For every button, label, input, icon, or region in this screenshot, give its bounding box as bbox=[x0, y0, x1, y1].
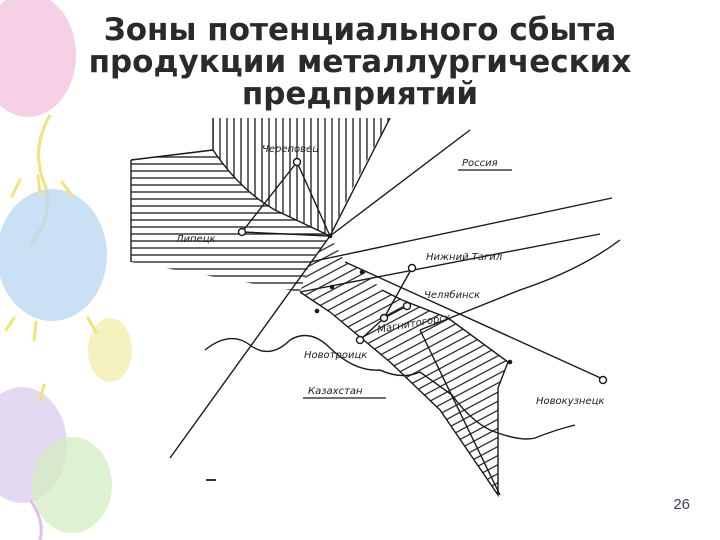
cherepovets-zone-border bbox=[212, 149, 331, 237]
lipetsk-point bbox=[237, 227, 247, 237]
junction-dot-3 bbox=[329, 284, 335, 290]
map-lines bbox=[130, 117, 621, 498]
cherepovets-label: Череповец bbox=[262, 144, 319, 155]
junction-dots bbox=[314, 233, 513, 365]
cherepovets-right-border bbox=[329, 117, 391, 237]
link-novotroitsk bbox=[359, 317, 385, 341]
link-lipetsk-junction bbox=[241, 231, 331, 237]
novotroitsk-point bbox=[355, 335, 365, 345]
russia-label: Россия bbox=[462, 158, 498, 169]
novotroitsk-label: Новотроицк bbox=[304, 350, 367, 361]
cherepovets-zone bbox=[213, 118, 390, 236]
junction-dot-4 bbox=[314, 308, 320, 314]
ray-line-6 bbox=[419, 329, 501, 496]
lipetsk-zone bbox=[131, 150, 330, 292]
ray-line-3 bbox=[309, 197, 613, 263]
magnitogorsk-zone bbox=[300, 236, 508, 495]
novokuznetsk-point bbox=[598, 375, 608, 385]
ray-line-4 bbox=[299, 233, 601, 293]
link-tagil bbox=[383, 267, 413, 319]
city-points bbox=[237, 157, 608, 385]
link-chelyabinsk bbox=[383, 305, 408, 319]
page-number: 26 bbox=[673, 496, 690, 513]
nizhny-tagil-point bbox=[407, 263, 417, 273]
lipetsk-label: Липецк bbox=[175, 234, 216, 245]
curved-boundary bbox=[419, 239, 621, 331]
junction-dot-5 bbox=[507, 359, 513, 365]
magnitogorsk-point bbox=[379, 313, 389, 323]
ray-line-5 bbox=[344, 261, 606, 381]
ray-line-1 bbox=[329, 129, 471, 237]
junction-dot-1 bbox=[327, 233, 333, 239]
slide-title: Зоны потенциального сбыта продукции мета… bbox=[88, 12, 632, 112]
state-border bbox=[204, 334, 576, 440]
novokuznetsk-label: Новокузнецк bbox=[536, 396, 604, 407]
balloon-yellow-shape bbox=[88, 318, 132, 382]
junction-dot-2 bbox=[359, 269, 365, 275]
balloon-green-shape bbox=[32, 437, 112, 533]
kazakhstan-label: Казахстан bbox=[308, 386, 363, 397]
nizhny-tagil-label: Нижний Тагил bbox=[426, 252, 503, 263]
chelyabinsk-label: Челябинск bbox=[424, 289, 480, 301]
sparkle-rays bbox=[4, 174, 98, 402]
link-cherepovets-lipetsk bbox=[241, 161, 298, 233]
cherepovets-point bbox=[292, 157, 302, 167]
ray-line-2 bbox=[169, 235, 331, 459]
link-cherepovets-junction bbox=[296, 161, 331, 237]
chelyabinsk-point bbox=[402, 301, 412, 311]
lipetsk-top-edge bbox=[130, 149, 214, 161]
balloon-string-purple bbox=[28, 499, 43, 540]
balloon-pink-shape bbox=[0, 0, 76, 117]
balloon-blue-shape bbox=[0, 189, 107, 321]
